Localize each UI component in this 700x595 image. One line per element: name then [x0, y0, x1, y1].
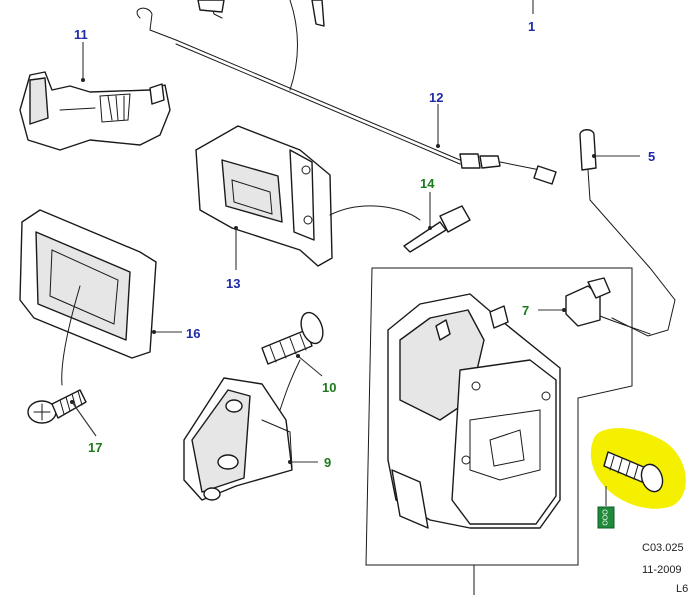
drawing-revision: L6 [676, 583, 688, 595]
drawing-code: C03.025 [642, 542, 684, 554]
bracket-part-9 [183, 377, 293, 501]
inner-handle-part-11 [19, 71, 171, 151]
top-cable-rods [136, 0, 461, 165]
callout-labels: 1 11 12 5 14 13 7 16 10 17 9 [74, 19, 655, 470]
ooo-badge: OOO [597, 506, 615, 529]
screw-part-17 [27, 389, 87, 424]
leader-lines [70, 0, 640, 464]
rod-part-5 [579, 129, 676, 337]
bolt-part-10 [261, 311, 324, 411]
lock-assembly-frame [365, 267, 633, 595]
callout-14: 14 [420, 176, 435, 191]
callout-5: 5 [648, 149, 655, 164]
door-latch-part-1 [387, 293, 561, 529]
clip-part-7 [565, 277, 651, 335]
callout-9: 9 [324, 455, 331, 470]
callout-13: 13 [226, 276, 240, 291]
cable-end-part-12 [459, 153, 557, 185]
drawing-date: 11-2009 [642, 564, 682, 576]
highlighted-bolt [590, 428, 686, 509]
callout-11: 11 [74, 27, 88, 42]
callout-10: 10 [322, 380, 336, 395]
ooo-badge-text: OOO [603, 509, 610, 526]
handle-housing-part-13 [195, 125, 421, 267]
bezel-part-16 [19, 209, 157, 386]
rivet-part-14 [403, 205, 471, 253]
callout-12: 12 [429, 90, 443, 105]
callout-7: 7 [522, 303, 529, 318]
drawing-stamp: C03.025 11-2009 L6 [642, 542, 688, 595]
callout-16: 16 [186, 326, 200, 341]
callout-17: 17 [88, 440, 102, 455]
callout-1: 1 [528, 19, 535, 34]
